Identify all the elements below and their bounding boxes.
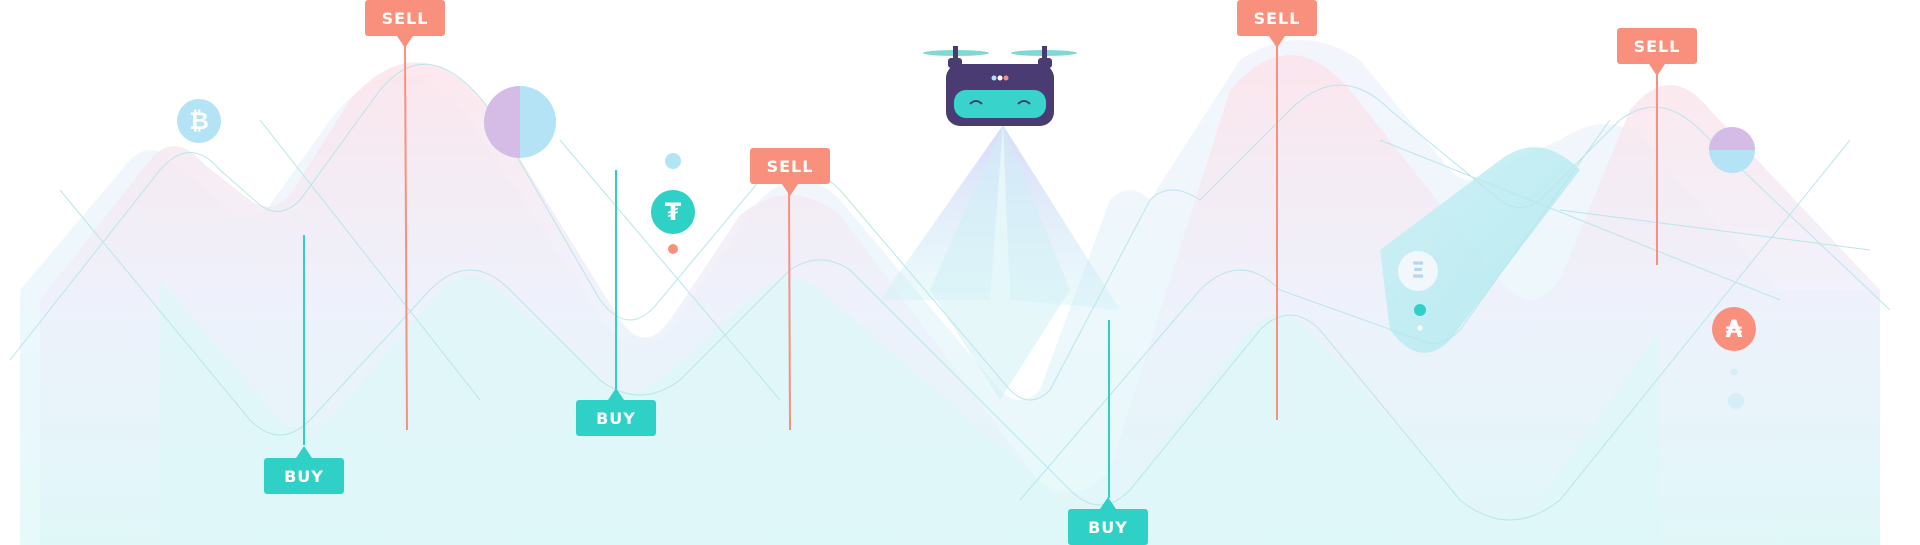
wave-lower — [160, 275, 1660, 545]
bubble-small-2 — [668, 244, 678, 254]
sell-line-1 — [404, 44, 408, 431]
buy-signal-3[interactable]: BUY — [1068, 497, 1148, 545]
bubble-large-1-overlap — [484, 86, 520, 158]
sell-signal-3[interactable]: SELL — [1237, 0, 1317, 48]
bitcoin-icon: ₿ — [177, 99, 221, 143]
bubble-small-5 — [1730, 368, 1738, 376]
wave-teal-slope — [1380, 147, 1580, 353]
ethereum-icon: Ξ — [1398, 251, 1438, 291]
sell-signal-4[interactable]: SELL — [1617, 28, 1697, 76]
drone-icon — [923, 46, 1077, 126]
bubble-small-4 — [1417, 325, 1423, 331]
buy-signal-2[interactable]: BUY — [576, 388, 656, 436]
bubble-small-1 — [665, 153, 681, 169]
buy-signal-1[interactable]: BUY — [264, 446, 344, 494]
trend-lines — [9, 63, 1891, 521]
sell-line-2 — [788, 189, 791, 431]
bubble-large-2-overlap — [1709, 127, 1755, 150]
bubble-small-6 — [1728, 393, 1744, 409]
sell-signal-2[interactable]: SELL — [750, 148, 830, 196]
sell-signal-1[interactable]: SELL — [365, 0, 445, 48]
bubble-small-3 — [1414, 304, 1426, 316]
cardano-icon: ₳ — [1712, 307, 1756, 351]
drone-beam-lower — [930, 125, 1070, 400]
tether-icon: ₮ — [651, 190, 695, 234]
